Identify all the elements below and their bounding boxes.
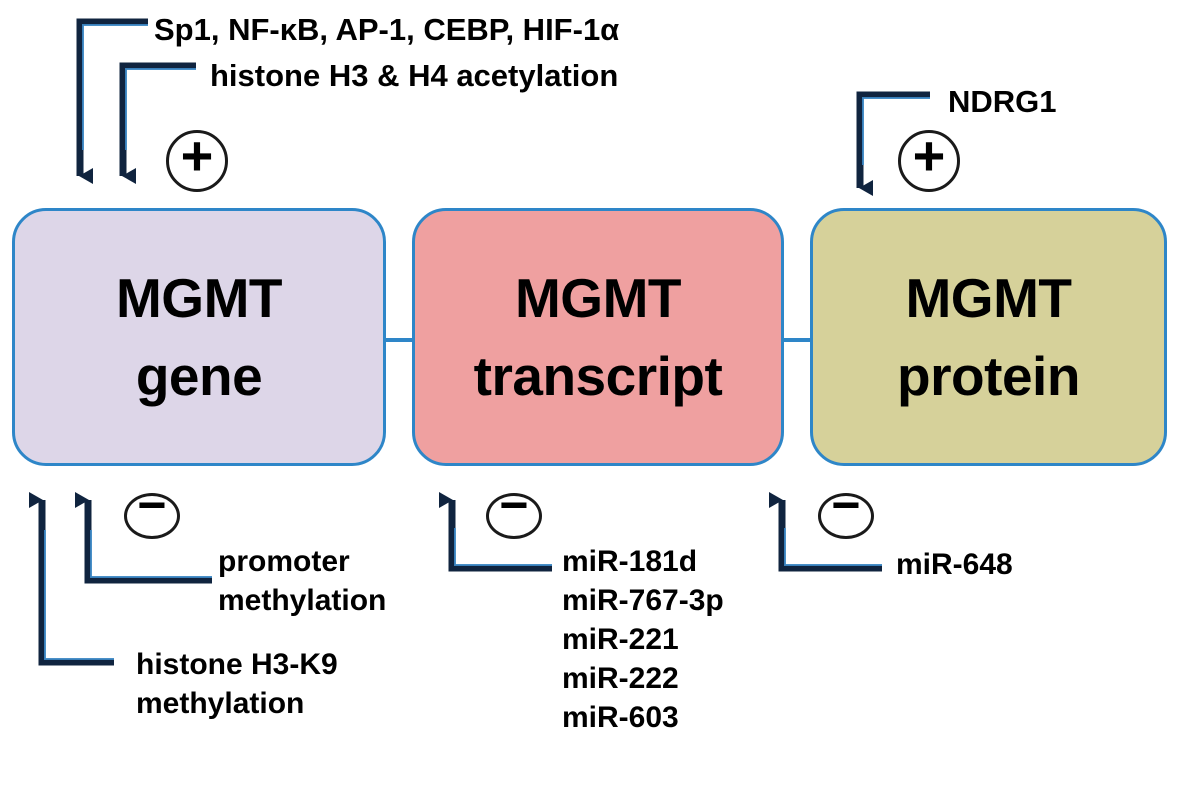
minus-sign-protein-icon: −	[818, 480, 874, 539]
node-gene-line2: gene	[135, 345, 263, 407]
label-ndrg1: NDRG1	[948, 84, 1057, 119]
label-mir-648: miR-648	[896, 548, 1013, 581]
label-mirna-2: miR-767-3p	[562, 584, 724, 617]
label-transcription-factors: Sp1, NF-κB, AP-1, CEBP, HIF-1α	[154, 12, 620, 47]
plus-glyph: +	[180, 124, 214, 187]
node-transcript-line2: transcript	[473, 345, 723, 407]
plus-sign-gene-icon: +	[166, 124, 228, 192]
arrow-h3k9-to-gene	[29, 492, 114, 666]
plus-sign-protein-icon: +	[898, 124, 960, 192]
node-mgmt-transcript[interactable]: MGMT transcript	[412, 208, 784, 466]
minus-sign-transcript-icon: −	[486, 480, 542, 539]
label-promoter-line1: promoter	[218, 545, 350, 578]
label-mirna-3: miR-221	[562, 623, 679, 656]
label-mirna-5: miR-603	[562, 701, 679, 734]
node-protein-line1: MGMT	[905, 266, 1072, 329]
label-promoter-line2: methylation	[218, 584, 387, 617]
label-mirna-1: miR-181d	[562, 545, 698, 578]
node-gene-line1: MGMT	[115, 266, 283, 329]
plus-glyph: +	[912, 124, 946, 187]
label-mirna-4: miR-222	[562, 662, 679, 695]
label-histone-acetylation: histone H3 & H4 acetylation	[210, 58, 619, 93]
arrow-tf-to-gene	[76, 18, 148, 184]
label-h3k9-methylation: histone H3-K9 methylation	[136, 645, 338, 723]
node-mgmt-protein[interactable]: MGMT protein	[810, 208, 1167, 466]
minus-sign-gene-icon: −	[124, 480, 180, 539]
minus-glyph: −	[831, 477, 861, 533]
label-promoter-methylation: promoter methylation	[218, 542, 386, 620]
node-transcript-line1: MGMT	[514, 266, 682, 329]
label-h3k9-line2: methylation	[136, 687, 305, 720]
minus-glyph: −	[137, 477, 167, 533]
node-protein-line2: protein	[897, 345, 1080, 407]
label-h3k9-line1: histone H3-K9	[136, 648, 338, 681]
label-mirna-list: miR-181d miR-767-3p miR-221 miR-222 miR-…	[562, 542, 724, 737]
minus-glyph: −	[499, 477, 529, 533]
node-mgmt-gene[interactable]: MGMT gene	[12, 208, 386, 466]
